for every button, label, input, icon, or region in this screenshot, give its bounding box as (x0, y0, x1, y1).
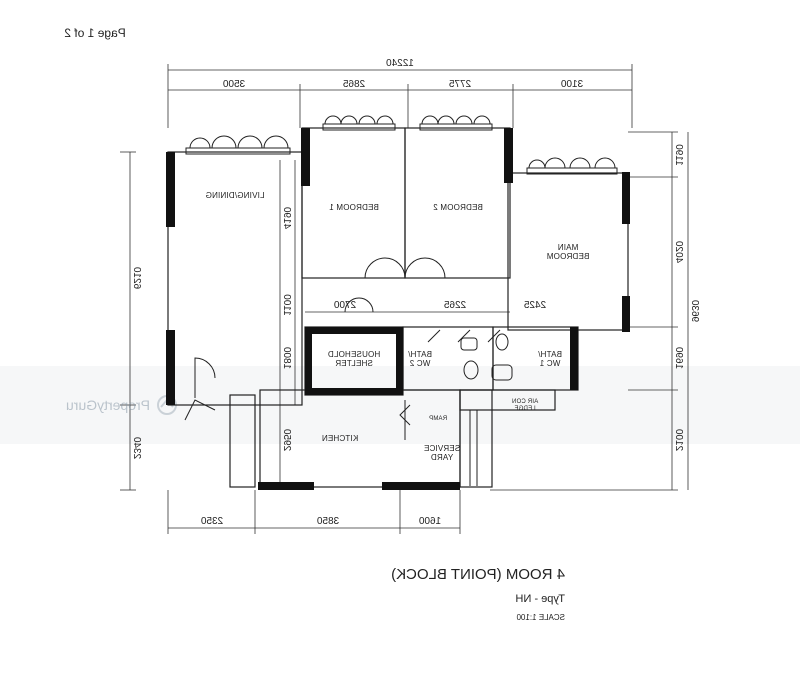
room-household-shelter-line1: HOUSEHOLD (328, 350, 380, 359)
inner-dim-2: 1100 (281, 294, 292, 316)
mid-dim-1: 2425 (523, 300, 546, 311)
overall-width-dim: 12240 (386, 58, 414, 69)
doors (184, 257, 501, 421)
dimension-lines (120, 64, 689, 534)
room-aircon-ledge-line1: AIR CON (512, 399, 538, 405)
mid-dim-3: 2700 (333, 300, 356, 311)
inner-dim-1: 4190 (281, 206, 292, 229)
left-overall-dim: 9630 (689, 299, 700, 322)
room-bedroom-2: BEDROOM 2 (433, 203, 483, 212)
top-dim-4: 3500 (222, 79, 245, 90)
top-dim-1: 3100 (560, 79, 583, 90)
top-dim-3: 2865 (342, 79, 365, 90)
top-dim-2: 2775 (448, 79, 471, 90)
room-main-bedroom-line1: MAIN (558, 243, 579, 252)
windows (185, 115, 618, 175)
inner-dim-4: 2950 (281, 428, 292, 451)
plan-type: Type - NH (515, 593, 565, 605)
page-indicator: Page 1 of 2 (64, 26, 126, 40)
watermark-brand: PropertyGuru (66, 397, 150, 413)
room-bath-wc-1-line2: WC 1 (539, 359, 560, 368)
room-living-dining: LIVING/DINING (205, 191, 264, 200)
room-bath-wc-2-line1: BATH/ (407, 350, 432, 359)
left-dim-2: 4020 (673, 240, 684, 263)
right-lower-dim: 2340 (131, 436, 142, 459)
bottom-dim-1: 1600 (418, 516, 441, 527)
plan-scale: SCALE 1:100 (516, 613, 565, 622)
bottom-dim-3: 2350 (200, 516, 223, 527)
left-dim-4: 2100 (673, 428, 684, 451)
plan-title: 4 ROOM (POINT BLOCK) (391, 566, 565, 583)
room-service-yard-line2: YARD (431, 453, 453, 462)
ramp-label: RAMP (429, 416, 447, 422)
mid-dim-2: 2265 (443, 300, 466, 311)
structural-walls (166, 128, 630, 490)
bottom-dim-2: 3850 (316, 516, 339, 527)
room-bath-wc-1-line1: BATH/ (537, 350, 562, 359)
room-bedroom-1: BEDROOM 1 (329, 203, 379, 212)
room-kitchen: KITCHEN (322, 434, 359, 443)
room-bath-wc-2-line2: WC 2 (409, 359, 430, 368)
left-dim-1: 1190 (673, 144, 684, 166)
room-main-bedroom-line2: BEDROOM (547, 252, 590, 261)
room-service-yard-line1: SERVICE (424, 444, 460, 453)
right-overall-dim: 6210 (131, 266, 142, 289)
inner-dim-3: 1800 (281, 346, 292, 369)
fixtures (399, 333, 513, 486)
floor-plan-mirrored: 12240 3100 2775 2865 3500 1600 3850 2350… (0, 26, 800, 622)
room-aircon-ledge-line2: LEDGE (514, 406, 535, 412)
left-dim-3: 1690 (673, 346, 684, 369)
room-household-shelter-line2: SHELTER (335, 359, 373, 368)
